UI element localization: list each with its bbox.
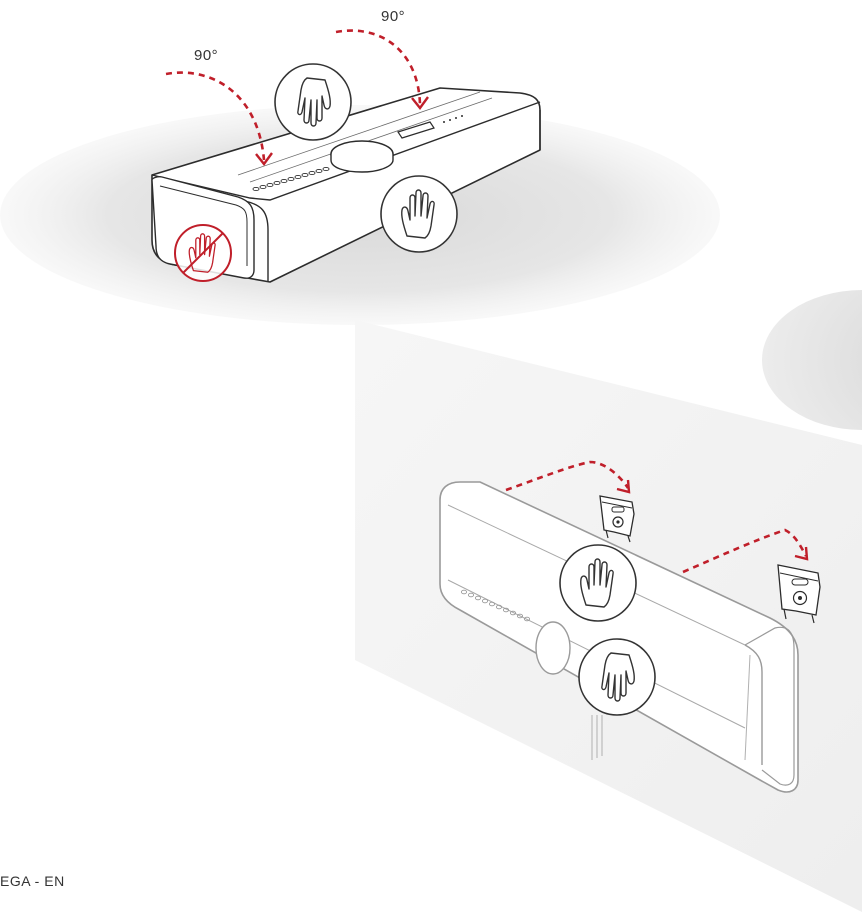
hand-icon xyxy=(274,63,352,141)
soundbar-floor xyxy=(151,87,541,283)
display-panel xyxy=(397,121,435,139)
footer-text: EGA - EN xyxy=(0,873,65,889)
wall-bracket-icon xyxy=(777,564,821,624)
hand-icon xyxy=(578,638,656,716)
volume-knob xyxy=(535,621,571,675)
wall-bracket-icon xyxy=(599,495,635,543)
rotate-arrow-icon xyxy=(682,528,809,574)
rotate-arrow-icon xyxy=(505,460,631,494)
rotate-arrow-icon xyxy=(165,71,273,166)
rotate-arrow-icon xyxy=(335,29,429,110)
hand-icon xyxy=(559,544,637,622)
hand-icon xyxy=(380,175,458,253)
angle-label-left: 90° xyxy=(194,47,219,64)
button-row xyxy=(252,166,330,192)
no-touch-hand-icon xyxy=(174,224,232,282)
cables xyxy=(591,715,603,760)
angle-label-right: 90° xyxy=(381,8,406,25)
side-shadow xyxy=(762,290,862,430)
button-row xyxy=(460,589,531,622)
